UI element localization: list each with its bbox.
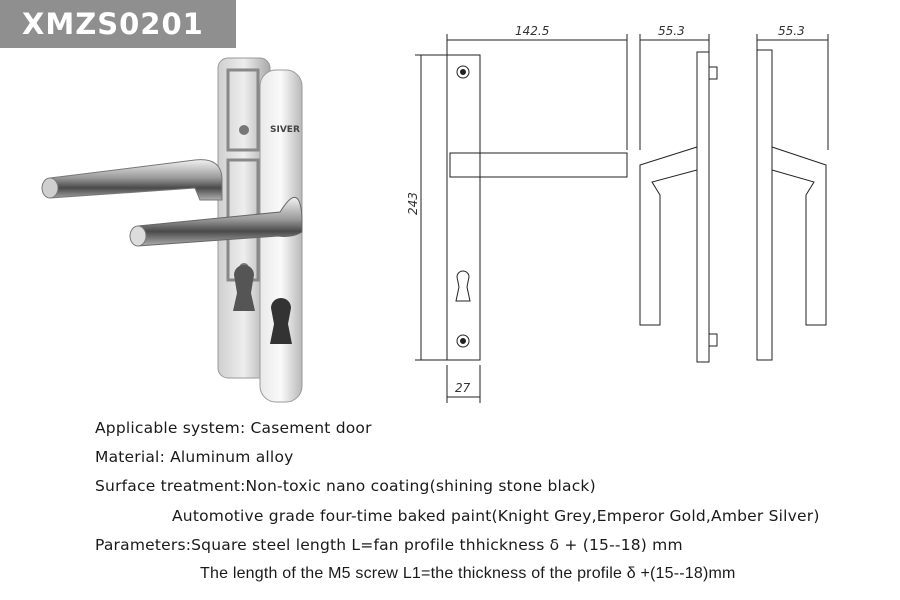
rear-lever xyxy=(49,159,223,201)
side-depth-alt-dimension-label: 55.3 xyxy=(778,24,805,38)
technical-drawing: 142.5 55.3 55.3 243 27 xyxy=(406,24,829,403)
side-view-left-plate xyxy=(696,51,710,363)
front-lever xyxy=(137,197,303,247)
front-view-plate xyxy=(446,54,481,361)
front-view-lever xyxy=(449,152,628,178)
width-dimension-label: 142.5 xyxy=(515,24,549,38)
side-depth-dimension-label: 55.3 xyxy=(658,24,685,38)
product-code-badge: XMZS0201 xyxy=(0,0,236,48)
spec-material: Material: Aluminum alloy xyxy=(95,448,294,466)
spec-parameters: Parameters:Square steel length L=fan pro… xyxy=(95,536,683,554)
spec-surface-treatment: Surface treatment:Non-toxic nano coating… xyxy=(95,477,596,495)
product-photo: SIVER xyxy=(41,57,303,403)
plate-width-dimension-label: 27 xyxy=(455,381,471,395)
plate-brand-mark: SIVER xyxy=(270,125,300,135)
spec-parameters-continued: The length of the M5 screw L1=the thickn… xyxy=(200,565,736,582)
spec-surface-treatment-continued: Automotive grade four-time baked paint(K… xyxy=(172,507,820,525)
height-dimension-label: 243 xyxy=(406,192,420,215)
spec-applicable-system: Applicable system: Casement door xyxy=(95,419,372,437)
side-view-right-plate xyxy=(756,49,773,361)
